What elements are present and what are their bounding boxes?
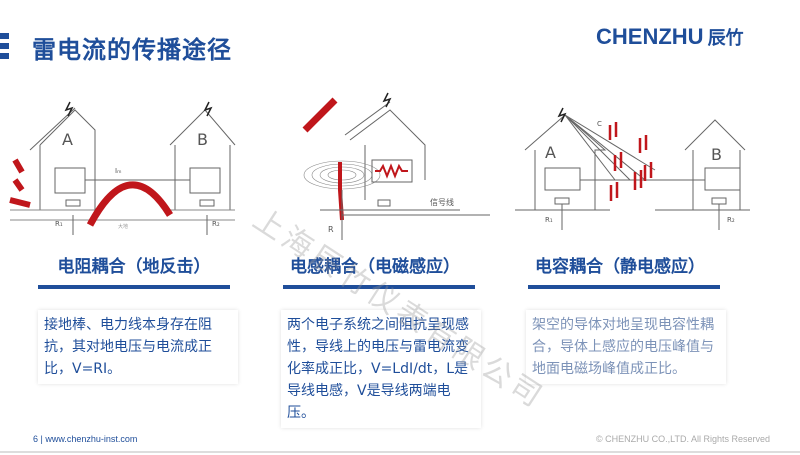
house-b-label: B <box>711 145 722 164</box>
resistive-coupling-diagram: A B Iₘ R₁ R₂ 大地 <box>9 101 236 235</box>
c-label: C <box>597 120 602 128</box>
heading-inductive: 电感耦合（电磁感应） <box>290 257 460 277</box>
heading-underline <box>528 285 720 289</box>
title-accent-bars <box>0 33 9 63</box>
house-a-label: A <box>545 143 556 162</box>
page-number: 6 <box>33 434 39 444</box>
footer-left: 6 | www.chenzhu-inst.com <box>33 434 138 444</box>
heading-underline <box>38 285 230 289</box>
bottom-divider <box>0 451 800 453</box>
r-label: R <box>328 225 334 234</box>
r2-label: R₂ <box>727 216 735 224</box>
current-label: Iₘ <box>115 167 121 175</box>
inductive-coupling-diagram: 信号线 R <box>302 92 490 240</box>
heading-resistive: 电阻耦合（地反击） <box>57 257 211 277</box>
resistive-description: 接地棒、电力线本身存在阻抗，其对地电压与电流成正比，V=RI。 <box>38 310 238 384</box>
capacitive-coupling-diagram: A B C R₁ R₂ <box>515 107 750 230</box>
r1-label: R₁ <box>545 216 553 224</box>
inductive-description: 两个电子系统之间阻抗呈现感性，导线上的电压与雷电流变化率成正比，V=LdI/dt… <box>281 310 481 428</box>
page-title: 雷电流的传播途径 <box>32 36 232 64</box>
r1-label: R₁ <box>55 220 63 228</box>
signal-line-label: 信号线 <box>430 197 454 207</box>
capacitive-description: 架空的导体对地呈现电容性耦合，导体上感应的电压峰值与地面电磁场峰值成正比。 <box>526 310 726 384</box>
earth-label: 大地 <box>118 223 128 230</box>
heading-capacitive: 电容耦合（静电感应） <box>535 257 705 277</box>
heading-underline <box>283 285 475 289</box>
website-link[interactable]: www.chenzhu-inst.com <box>45 434 138 444</box>
copyright: © CHENZHU CO.,LTD. All Rights Reserved <box>595 434 770 444</box>
house-a-label: A <box>62 130 73 149</box>
r2-label: R₂ <box>212 220 220 228</box>
house-b-label: B <box>197 130 208 149</box>
